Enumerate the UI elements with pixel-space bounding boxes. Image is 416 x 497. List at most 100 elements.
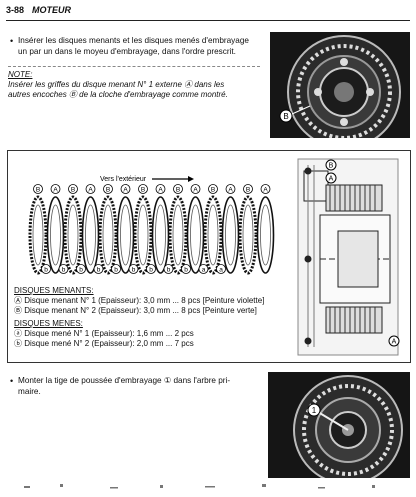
- note-line-1: Insérer les griffes du disque menant N° …: [8, 80, 225, 89]
- step-1-line-2: un par un dans le moyeu d'embrayage, dan…: [18, 46, 236, 56]
- plate-top-label: B: [141, 187, 145, 194]
- legend-menants-title: DISQUES MENANTS:: [14, 286, 94, 295]
- push-rod-photo: 1: [268, 372, 410, 478]
- plate-top-label-circle: [260, 184, 271, 194]
- photo-2-label: 1: [312, 406, 317, 415]
- clutch-plate-inner: [85, 204, 96, 266]
- note-block: NOTE: Insérer les griffes du disque mena…: [8, 66, 260, 113]
- photo-1-label: B: [283, 112, 288, 121]
- plate-top-label: A: [158, 187, 163, 194]
- step-2: • Monter la tige de poussée d'embrayage …: [10, 376, 254, 397]
- plate-bottom-label: b: [149, 267, 153, 274]
- plate-bottom-label-circle: [111, 264, 121, 274]
- legend-menant-1: Ⓐ Disque menant N° 1 (Epaisseur): 3,0 mm…: [14, 296, 265, 305]
- legend-mene-2: ⓑ Disque mené N° 2 (Epaisseur): 2,0 mm .…: [14, 339, 194, 348]
- plate-top-label-circle: [120, 184, 131, 194]
- clutch-plate-inner: [50, 204, 61, 266]
- clutch-plate: [151, 196, 170, 274]
- bullet-icon: •: [10, 36, 14, 46]
- plate-bottom-label: a: [219, 267, 223, 274]
- plate-top-label: B: [106, 187, 110, 194]
- plate-bottom-label-circle: [146, 264, 156, 274]
- clutch-plate-inner: [32, 204, 44, 266]
- plate-top-label-circle: [138, 184, 148, 194]
- side-label-1: B: [329, 163, 334, 170]
- note-line-2: autres encoches Ⓑ de la cloche d'embraya…: [8, 90, 228, 99]
- plate-top-label-circle: [155, 184, 166, 194]
- step-1: • Insérer les disques menants et les dis…: [10, 36, 268, 57]
- plate-top-label-circle: [33, 184, 43, 194]
- side-label-3: A: [392, 339, 397, 346]
- plate-top-label: A: [263, 187, 268, 194]
- note-title: NOTE:: [8, 70, 33, 79]
- plate-bottom-label: b: [167, 267, 171, 274]
- clutch-plate: [116, 196, 135, 274]
- plate-bottom-label-circle: [93, 264, 104, 274]
- plate-top-label-circle: [190, 184, 201, 194]
- legend-menant-2: Ⓑ Disque menant N° 2 (Epaisseur): 3,0 mm…: [14, 306, 257, 315]
- clutch-plate-inner: [155, 204, 166, 266]
- clutch-plate: [203, 195, 223, 275]
- plate-top-label-circle: [85, 184, 96, 194]
- clutch-plate-inner: [67, 204, 79, 266]
- plate-bottom-label-circle: [198, 264, 209, 274]
- plate-bottom-label: b: [114, 267, 118, 274]
- plate-bottom-label-circle: [216, 264, 226, 274]
- plate-top-label: A: [123, 187, 128, 194]
- plate-bottom-label-circle: [181, 264, 191, 274]
- clutch-plate: [98, 195, 118, 275]
- plate-top-label-circle: [225, 184, 236, 194]
- plate-bottom-label: b: [184, 267, 188, 274]
- clutch-plate-inner: [242, 204, 254, 266]
- plate-bottom-label: b: [132, 267, 136, 274]
- clutch-plate: [81, 196, 100, 274]
- plate-top-label: A: [88, 187, 93, 194]
- clutch-plate-inner: [260, 204, 271, 266]
- step-1-line-1: Insérer les disques menants et les disqu…: [18, 36, 249, 45]
- plate-top-label: A: [193, 187, 198, 194]
- plate-bottom-label-circle: [41, 264, 51, 274]
- plate-top-label: B: [211, 187, 215, 194]
- clutch-plate-inner: [190, 204, 201, 266]
- plate-bottom-label: b: [62, 267, 66, 274]
- plate-bottom-label-circle: [128, 264, 139, 274]
- plate-top-label: B: [71, 187, 75, 194]
- clutch-plate-inner: [120, 204, 131, 266]
- plate-top-label-circle: [173, 184, 183, 194]
- clutch-plate-inner: [225, 204, 236, 266]
- direction-label: Vers l'extérieur: [100, 176, 147, 183]
- plate-bottom-label-circle: [58, 264, 69, 274]
- clutch-plate: [168, 195, 188, 275]
- plate-top-label-circle: [103, 184, 113, 194]
- plate-top-label-circle: [50, 184, 61, 194]
- plate-top-label: B: [36, 187, 40, 194]
- step-2-line-2: maire.: [18, 386, 41, 396]
- clutch-plate: [221, 196, 240, 274]
- clutch-plate: [186, 196, 205, 274]
- clutch-plate: [46, 196, 65, 274]
- plate-bottom-label: a: [202, 267, 206, 274]
- bullet-icon: •: [10, 376, 14, 386]
- plate-bottom-label: b: [97, 267, 101, 274]
- clutch-plate-inner: [172, 204, 184, 266]
- plate-bottom-label: b: [44, 267, 48, 274]
- plate-top-label: A: [228, 187, 233, 194]
- plate-bottom-label-circle: [76, 264, 86, 274]
- footer-scan-mark: [0, 478, 416, 492]
- page-header: 3-88 MOTEUR: [6, 4, 410, 21]
- plate-top-label: B: [176, 187, 180, 194]
- clutch-plate: [63, 195, 83, 275]
- direction-arrow-icon: [188, 176, 194, 182]
- clutch-plate: [28, 195, 48, 275]
- plate-bottom-label-circle: [163, 264, 174, 274]
- clutch-hub-photo: B: [270, 32, 410, 138]
- section-title: MOTEUR: [32, 5, 71, 15]
- clutch-plate: [133, 195, 153, 275]
- step-2-line-1: Monter la tige de poussée d'embrayage ① …: [18, 376, 231, 385]
- legend-menes-title: DISQUES MENES:: [14, 319, 83, 328]
- plate-top-label-circle: [243, 184, 253, 194]
- clutch-plate-inner: [137, 204, 149, 266]
- plate-legend: DISQUES MENANTS: Ⓐ Disque menant N° 1 (E…: [14, 286, 286, 349]
- page-number: 3-88: [6, 5, 25, 15]
